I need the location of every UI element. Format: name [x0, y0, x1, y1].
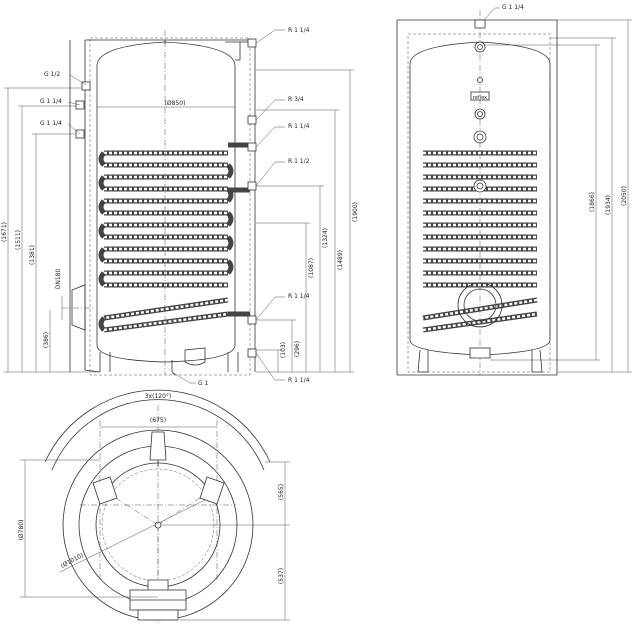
dim-1010: (Ø1010): [60, 552, 85, 570]
dim-1900: (1900): [352, 202, 359, 222]
dim-1511: (1511): [15, 230, 22, 250]
brand-logo: reflex: [473, 95, 487, 101]
dim-1381: (1381): [29, 245, 36, 265]
dim-780: (Ø780): [18, 520, 25, 541]
label-r114-low: R 1 1/4: [288, 293, 310, 300]
dim-675: (675): [150, 417, 166, 424]
label-g1: G 1: [198, 380, 209, 387]
dim-103: (103): [280, 342, 287, 358]
dim-dn180: DN180: [55, 269, 62, 290]
dim-1934: (1934): [605, 195, 612, 215]
side-diameter-dim: (Ø850): [165, 100, 186, 107]
dim-1087: (1087): [308, 258, 315, 278]
dim-1866: (1866): [589, 192, 596, 212]
dim-386: (386): [43, 332, 50, 348]
label-g114-b: G 1 1/4: [40, 120, 62, 127]
dim-565: (565): [278, 484, 285, 500]
front-top-label: G 1 1/4: [502, 4, 524, 11]
label-r114-mid: R 1 1/4: [288, 123, 310, 130]
dim-1489: (1489): [337, 250, 344, 270]
dim-1324: (1324): [322, 228, 329, 248]
dim-1671: (1671): [1, 222, 8, 242]
label-r114-bottom: R 1 1/4: [288, 377, 310, 384]
dim-angle: 3x(120°): [145, 393, 172, 400]
heat-exchanger-coil: [98, 142, 250, 333]
plan-view: 3x(120°) (675) (Ø780) (Ø1010) (565) (537…: [18, 389, 290, 625]
label-r112: R 1 1/2: [288, 158, 310, 165]
dim-2050: (2050): [621, 186, 628, 206]
label-r34: R 3/4: [288, 96, 304, 103]
label-g12: G 1/2: [44, 71, 60, 78]
label-top-r114: R 1 1/4: [288, 27, 310, 34]
front-view: reflex G 1 1/4 (1866) (1934) (2050): [396, 4, 632, 376]
side-view: (Ø850) (1671) (1511) (1381) (386) DN180 …: [1, 27, 359, 387]
label-g114-a: G 1 1/4: [40, 98, 62, 105]
dim-296: (296): [294, 341, 301, 357]
dim-537: (537): [278, 568, 285, 584]
front-coil: [422, 150, 538, 333]
